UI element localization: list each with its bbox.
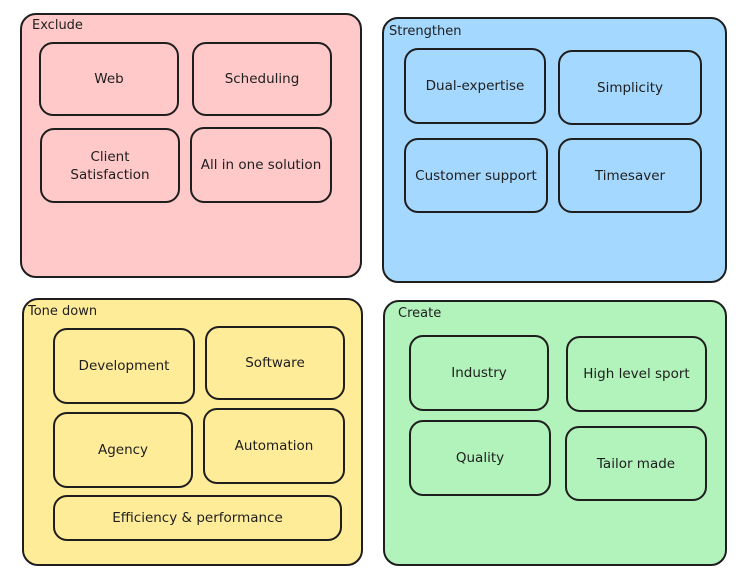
card-client-satisfaction[interactable]: Client Satisfaction [40, 128, 180, 203]
card-label: Efficiency & performance [112, 510, 283, 526]
card-efficiency-performance[interactable]: Efficiency & performance [53, 495, 342, 541]
quadrant-exclude: Exclude Web Scheduling Client Satisfacti… [20, 13, 362, 278]
card-automation[interactable]: Automation [203, 408, 345, 484]
card-high-level-sport[interactable]: High level sport [566, 336, 707, 412]
card-label: Agency [97, 442, 149, 458]
card-label: Customer support [415, 167, 537, 184]
card-label: Scheduling [224, 71, 300, 87]
card-software[interactable]: Software [205, 326, 345, 400]
card-label: Tailor made [596, 455, 676, 472]
quadrant-tone-down: Tone down Development Software Agency Au… [22, 298, 363, 566]
card-industry[interactable]: Industry [409, 335, 549, 411]
card-simplicity[interactable]: Simplicity [558, 50, 702, 125]
card-label: Industry [451, 365, 507, 381]
card-label: Timesaver [594, 167, 666, 184]
card-label: Client Satisfaction [70, 148, 150, 183]
quadrant-title-strengthen: Strengthen [389, 24, 462, 39]
quadrant-title-exclude: Exclude [32, 18, 83, 33]
card-dual-expertise[interactable]: Dual-expertise [404, 48, 546, 124]
card-timesaver[interactable]: Timesaver [558, 138, 702, 213]
card-agency[interactable]: Agency [53, 412, 193, 488]
card-label: All in one solution [200, 157, 322, 173]
card-label: Dual-expertise [425, 78, 525, 94]
quadrant-title-create: Create [398, 306, 442, 321]
card-scheduling[interactable]: Scheduling [192, 42, 332, 116]
card-label: Quality [455, 450, 505, 466]
card-development[interactable]: Development [53, 328, 195, 404]
card-tailor-made[interactable]: Tailor made [565, 426, 707, 501]
card-label: Simplicity [597, 79, 663, 96]
card-label: Software [245, 355, 305, 371]
card-label: Automation [234, 438, 314, 454]
card-customer-support[interactable]: Customer support [404, 138, 548, 213]
card-label: Web [94, 71, 124, 87]
card-web[interactable]: Web [39, 42, 179, 116]
quadrant-create: Create Industry High level sport Quality… [383, 300, 727, 566]
card-quality[interactable]: Quality [409, 420, 551, 496]
quadrant-title-tone-down: Tone down [28, 304, 98, 319]
card-all-in-one-solution[interactable]: All in one solution [190, 127, 332, 203]
quadrant-strengthen: Strengthen Dual-expertise Simplicity Cus… [382, 17, 727, 283]
card-label: High level sport [583, 366, 690, 382]
card-label: Development [78, 358, 170, 374]
